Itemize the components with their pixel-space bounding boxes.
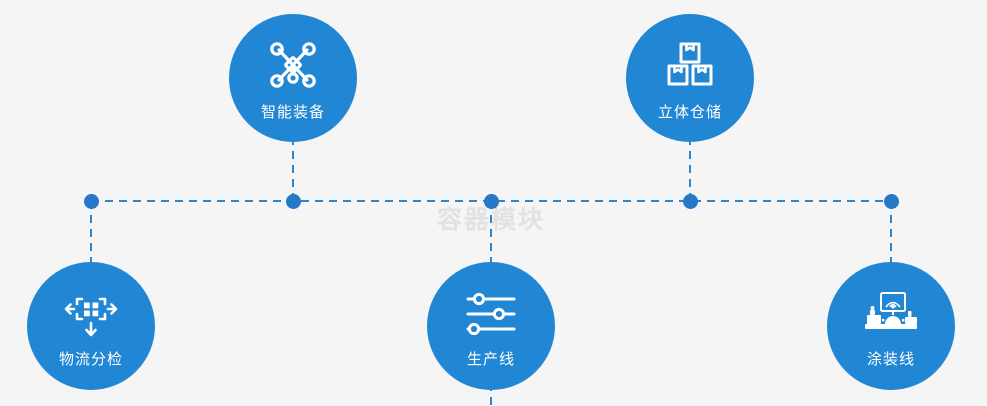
bubble-intelligent-equipment[interactable]: 智能装备 — [229, 14, 357, 142]
stacked-boxes-icon — [664, 34, 716, 96]
bubble-label-intelligent-equipment: 智能装备 — [260, 103, 325, 121]
network-nodes-icon — [268, 34, 318, 96]
bubble-logistics-sorting[interactable]: 物流分检 — [27, 262, 155, 390]
bubble-label-stereo-warehouse: 立体仓储 — [657, 103, 722, 121]
bubble-stereo-warehouse[interactable]: 立体仓储 — [626, 14, 754, 142]
node-dot-left[interactable] — [83, 193, 99, 209]
watermark-text: 容器模块 — [436, 205, 545, 234]
workstation-machine-icon — [861, 286, 921, 342]
bubble-label-painting-line: 涂装线 — [866, 350, 915, 368]
bubble-label-logistics-sorting: 物流分检 — [58, 350, 123, 368]
node-dot-right[interactable] — [883, 193, 899, 209]
sorting-arrows-icon — [63, 286, 119, 342]
node-dot-warehouse[interactable] — [682, 193, 698, 209]
bubble-label-production-line: 生产线 — [466, 350, 515, 368]
node-dot-center[interactable] — [483, 193, 499, 209]
bubble-painting-line[interactable]: 涂装线 — [827, 262, 955, 390]
sliders-icon — [464, 286, 518, 342]
node-dot-equipment[interactable] — [285, 193, 301, 209]
bubble-production-line[interactable]: 生产线 — [427, 262, 555, 390]
